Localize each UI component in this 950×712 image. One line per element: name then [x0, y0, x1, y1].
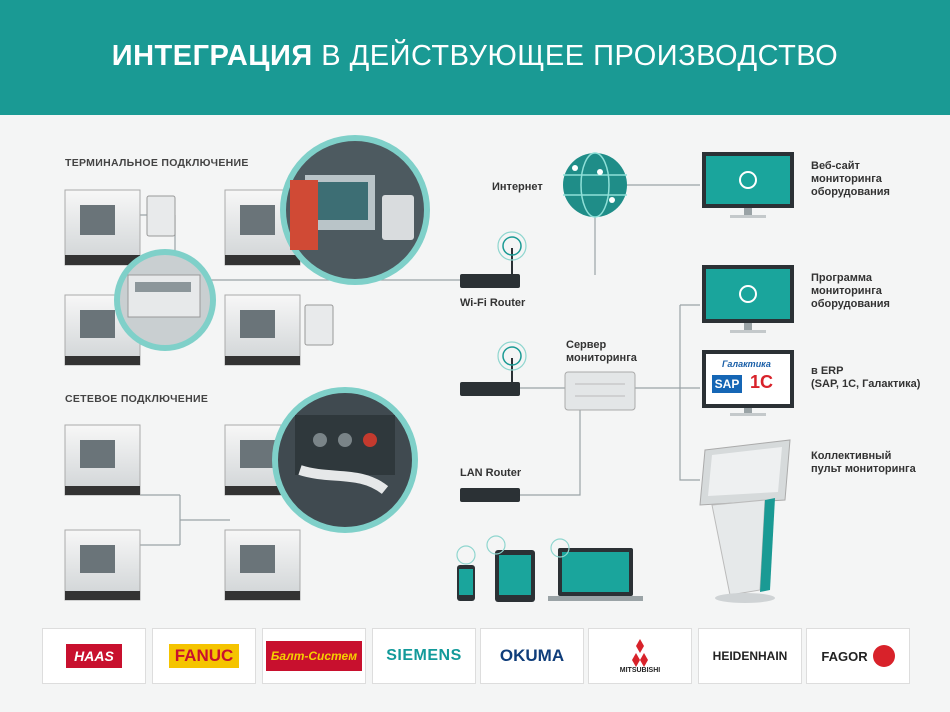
brand-logo-balt-system: Балт-Систем — [262, 628, 366, 684]
internet-label: Интернет — [492, 181, 543, 193]
server-router-icon — [460, 341, 527, 396]
cnc-control-panel-photo — [280, 135, 430, 285]
lan-router-icon — [460, 488, 520, 502]
wifi-router-icon — [460, 231, 527, 288]
section-terminal-label: ТЕРМИНАЛЬНОЕ ПОДКЛЮЧЕНИЕ — [65, 157, 249, 169]
lan-router-label: LAN Router — [460, 467, 522, 479]
laptop-icon — [548, 538, 643, 601]
cnc-machine — [64, 424, 141, 496]
brand-logo-haas: HAAS — [42, 628, 146, 684]
brand-logo-fagor: FAGOR — [806, 628, 910, 684]
server-icon — [564, 371, 636, 411]
brand-logo-okuma: OKUMA — [480, 628, 584, 684]
galaktika-logo: Галактика — [722, 359, 771, 369]
terminal-module-photo — [114, 249, 216, 351]
website-monitor-icon — [702, 152, 794, 218]
phone-icon — [456, 545, 476, 601]
kiosk-icon — [699, 439, 791, 603]
tablet-icon — [486, 535, 535, 602]
fagor-circle-icon — [872, 645, 895, 667]
brand-logo-mitsubishi: MITSUBISHI — [588, 628, 692, 684]
erp-label: в ERP(SAP, 1С, Галактика) — [811, 365, 921, 390]
wifi-router-label: Wi-Fi Router — [460, 297, 526, 309]
cnc-machine — [224, 294, 301, 366]
onec-logo: 1С — [750, 372, 774, 392]
brand-logo-heidenhain: HEIDENHAIN — [698, 628, 802, 684]
brand-logo-siemens: SIEMENS — [372, 628, 476, 684]
ethernet-cable-photo — [272, 387, 418, 533]
cnc-machine — [224, 529, 301, 601]
brand-logo-fanuc: FANUC — [152, 628, 256, 684]
cnc-machine — [64, 189, 141, 266]
mitsubishi-diamonds-icon — [632, 638, 648, 667]
section-network-label: СЕТЕВОЕ ПОДКЛЮЧЕНИЕ — [65, 393, 209, 405]
header-banner — [0, 0, 950, 115]
page-title: ИНТЕГРАЦИЯ В ДЕЙСТВУЮЩЕЕ ПРОИЗВОДСТВО — [0, 40, 950, 73]
title-bold: ИНТЕГРАЦИЯ — [111, 40, 313, 72]
globe-icon — [563, 152, 627, 218]
title-rest: В ДЕЙСТВУЮЩЕЕ ПРОИЗВОДСТВО — [312, 40, 839, 72]
program-monitor-icon — [702, 265, 794, 333]
cnc-machine — [64, 529, 141, 601]
sap-logo: SAP — [712, 375, 742, 393]
terminal-device — [304, 304, 334, 346]
terminal-device — [146, 195, 176, 237]
